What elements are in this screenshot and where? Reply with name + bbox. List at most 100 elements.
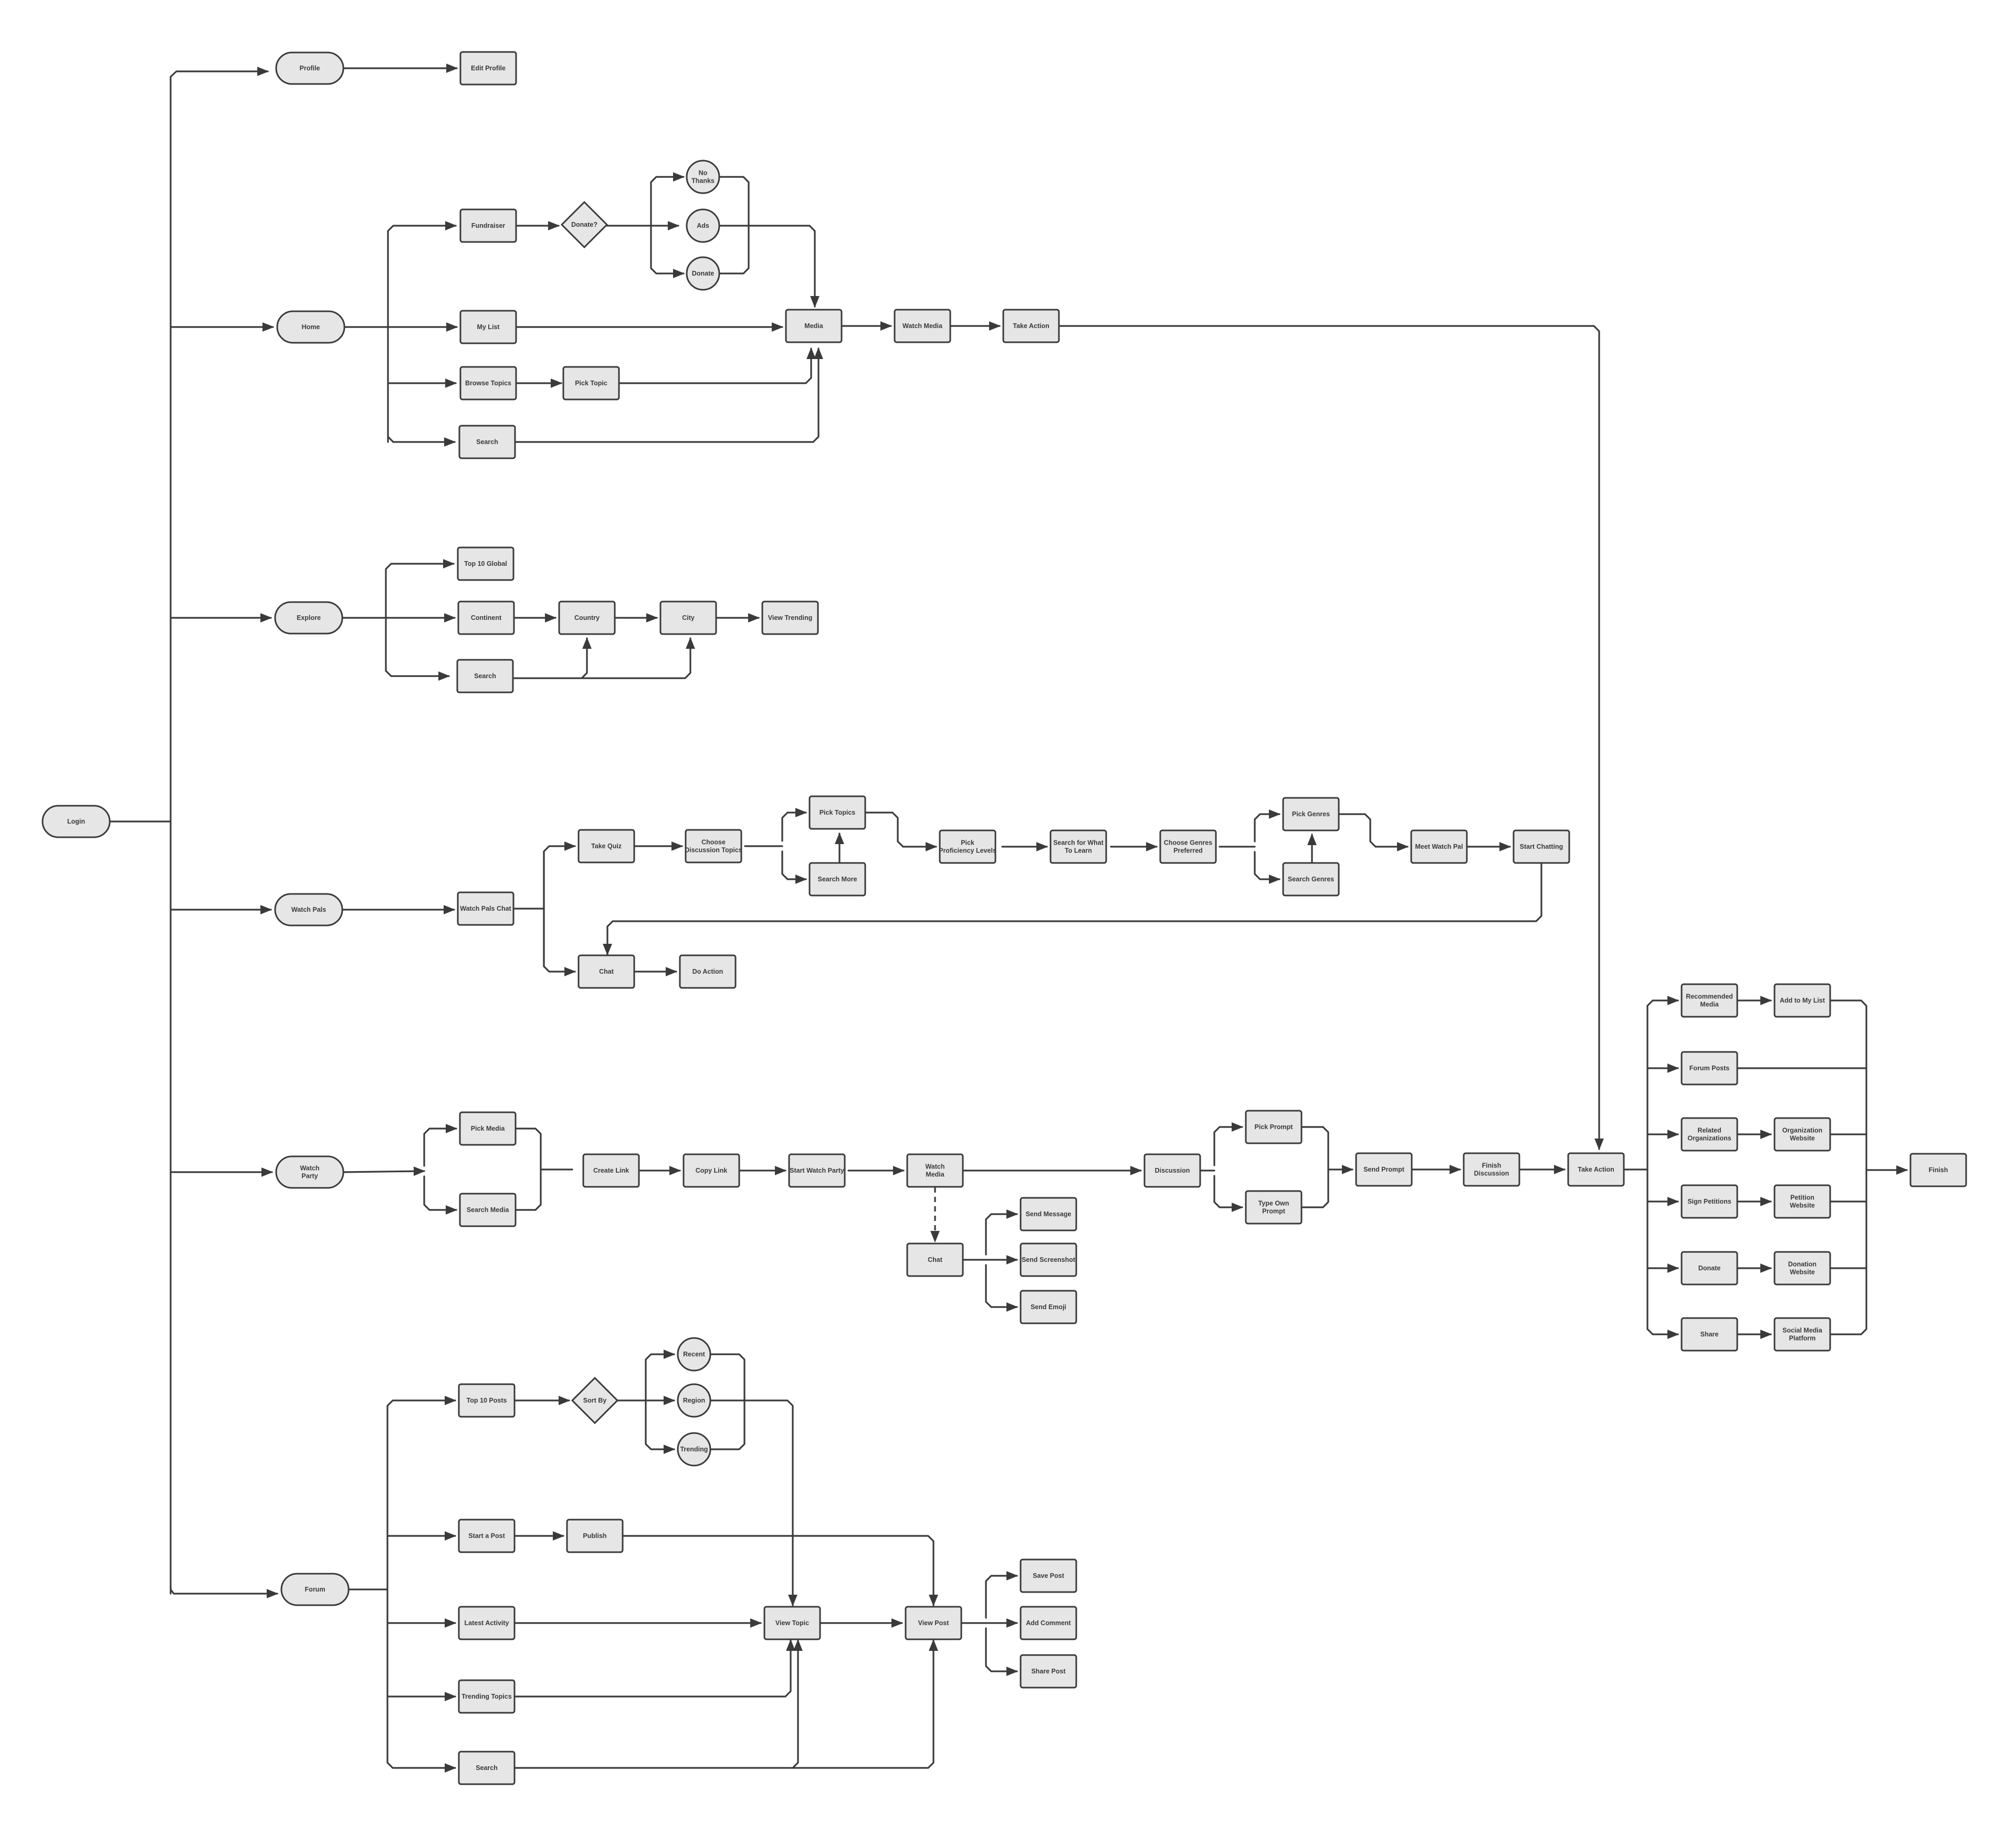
node-label: Donation xyxy=(1788,1261,1816,1268)
node-shape xyxy=(1282,797,1340,831)
node-login: Login xyxy=(41,805,111,838)
node-shape xyxy=(456,659,514,693)
node-shape xyxy=(1513,829,1570,864)
node-label: Chat xyxy=(928,1256,943,1263)
node-shape xyxy=(459,366,517,401)
node-label: Take Action xyxy=(1578,1166,1614,1173)
node-shape xyxy=(274,601,343,635)
node-label: Donate xyxy=(1698,1265,1720,1272)
node-sort-by: Sort By xyxy=(571,1376,619,1425)
node-ads: Ads xyxy=(686,208,720,243)
node-pick-genres: Pick Genres xyxy=(1282,797,1340,831)
node-start-chatting: Start Chatting xyxy=(1513,829,1570,864)
node-donate-q: Donate? xyxy=(560,201,608,249)
node-shape xyxy=(458,1519,516,1553)
node-search-home: Search xyxy=(458,425,516,459)
connector-arrow xyxy=(709,1399,797,1607)
node-label: Party xyxy=(301,1173,318,1180)
node-search-explore: Search xyxy=(456,659,514,693)
node-label: Forum Posts xyxy=(1689,1065,1729,1072)
node-label: Browse Topics xyxy=(465,380,511,387)
node-label: View Trending xyxy=(768,614,813,621)
node-label: Send Emoji xyxy=(1031,1303,1066,1311)
node-label: Media xyxy=(926,1171,944,1178)
node-label: Fundraiser xyxy=(471,222,506,229)
node-send-message: Send Message xyxy=(1020,1197,1077,1231)
connector-arrow xyxy=(581,637,695,679)
node-home: Home xyxy=(276,310,345,344)
connector-arrow xyxy=(1829,999,1867,1335)
node-shape xyxy=(578,829,635,863)
node-shape xyxy=(458,1606,516,1640)
node-shape xyxy=(274,893,343,926)
connector-arrow xyxy=(342,1166,426,1176)
node-shape xyxy=(659,601,717,635)
node-label: Create Link xyxy=(593,1167,629,1174)
node-start-watch-party: Start Watch Party xyxy=(788,1153,846,1188)
node-region: Region xyxy=(677,1383,711,1418)
node-shape xyxy=(686,256,720,291)
node-shape xyxy=(1020,1242,1077,1277)
connector-arrow xyxy=(513,1639,803,1769)
node-label: Share xyxy=(1700,1331,1719,1338)
connector-arrow xyxy=(1646,996,1679,1330)
node-label: Proficiency Levels xyxy=(939,847,996,855)
node-label: Meet Watch Pal xyxy=(1415,843,1463,850)
node-label: No xyxy=(699,170,708,177)
node-label: Forum xyxy=(305,1586,326,1593)
node-shape xyxy=(685,829,742,863)
node-shape xyxy=(1020,1606,1077,1640)
node-take-action-home: Take Action xyxy=(1002,309,1060,343)
node-label: Pick Topics xyxy=(820,809,856,816)
node-top10-posts: Top 10 Posts xyxy=(458,1383,516,1418)
node-label: Social Media xyxy=(1782,1327,1823,1334)
node-label: Start a Post xyxy=(468,1532,505,1540)
node-shape xyxy=(677,1337,711,1372)
node-profile: Profile xyxy=(275,51,344,85)
node-shape xyxy=(275,51,344,85)
node-donate-action: Donate xyxy=(1681,1251,1738,1286)
node-label: Recommended xyxy=(1686,993,1733,1000)
connector-arrow xyxy=(781,850,807,884)
node-send-prompt: Send Prompt xyxy=(1355,1152,1413,1187)
connector-arrow xyxy=(718,225,820,308)
connector-arrow xyxy=(512,637,592,679)
node-shape xyxy=(276,310,345,344)
node-shape xyxy=(808,795,866,830)
node-label: Explore xyxy=(297,614,321,621)
node-meet-watch-pal: Meet Watch Pal xyxy=(1410,829,1468,864)
node-shape xyxy=(1463,1152,1520,1187)
node-country: Country xyxy=(558,601,616,635)
connector-arrow xyxy=(386,1762,457,1773)
connector-arrow xyxy=(645,1350,676,1402)
node-sign-petitions: Sign Petitions xyxy=(1681,1184,1738,1219)
node-finish: Finish xyxy=(1909,1153,1967,1187)
node-send-screenshot: Send Screenshot xyxy=(1020,1242,1077,1277)
node-chat-pals: Chat xyxy=(578,954,635,989)
node-label: Share Post xyxy=(1031,1668,1066,1675)
node-recent: Recent xyxy=(677,1337,711,1372)
node-shape xyxy=(280,1573,350,1606)
connector-arrow xyxy=(603,862,1542,956)
node-label: Login xyxy=(67,818,85,825)
node-label: Latest Activity xyxy=(465,1619,509,1627)
node-label: Continent xyxy=(471,614,502,621)
node-label: Region xyxy=(683,1397,705,1404)
node-label: Start Watch Party xyxy=(790,1167,844,1174)
node-label: View Topic xyxy=(775,1619,809,1627)
connector-arrow xyxy=(543,850,576,976)
node-label: Ads xyxy=(697,222,709,229)
connector-arrow xyxy=(1254,851,1281,884)
connector-arrow xyxy=(864,812,938,851)
connector-arrow xyxy=(423,1175,458,1215)
node-label: Take Quiz xyxy=(591,842,622,850)
node-shape xyxy=(1159,829,1217,864)
node-trending: Trending xyxy=(677,1432,711,1467)
connector-arrow xyxy=(385,559,455,672)
node-label: Add to My List xyxy=(1780,997,1825,1004)
